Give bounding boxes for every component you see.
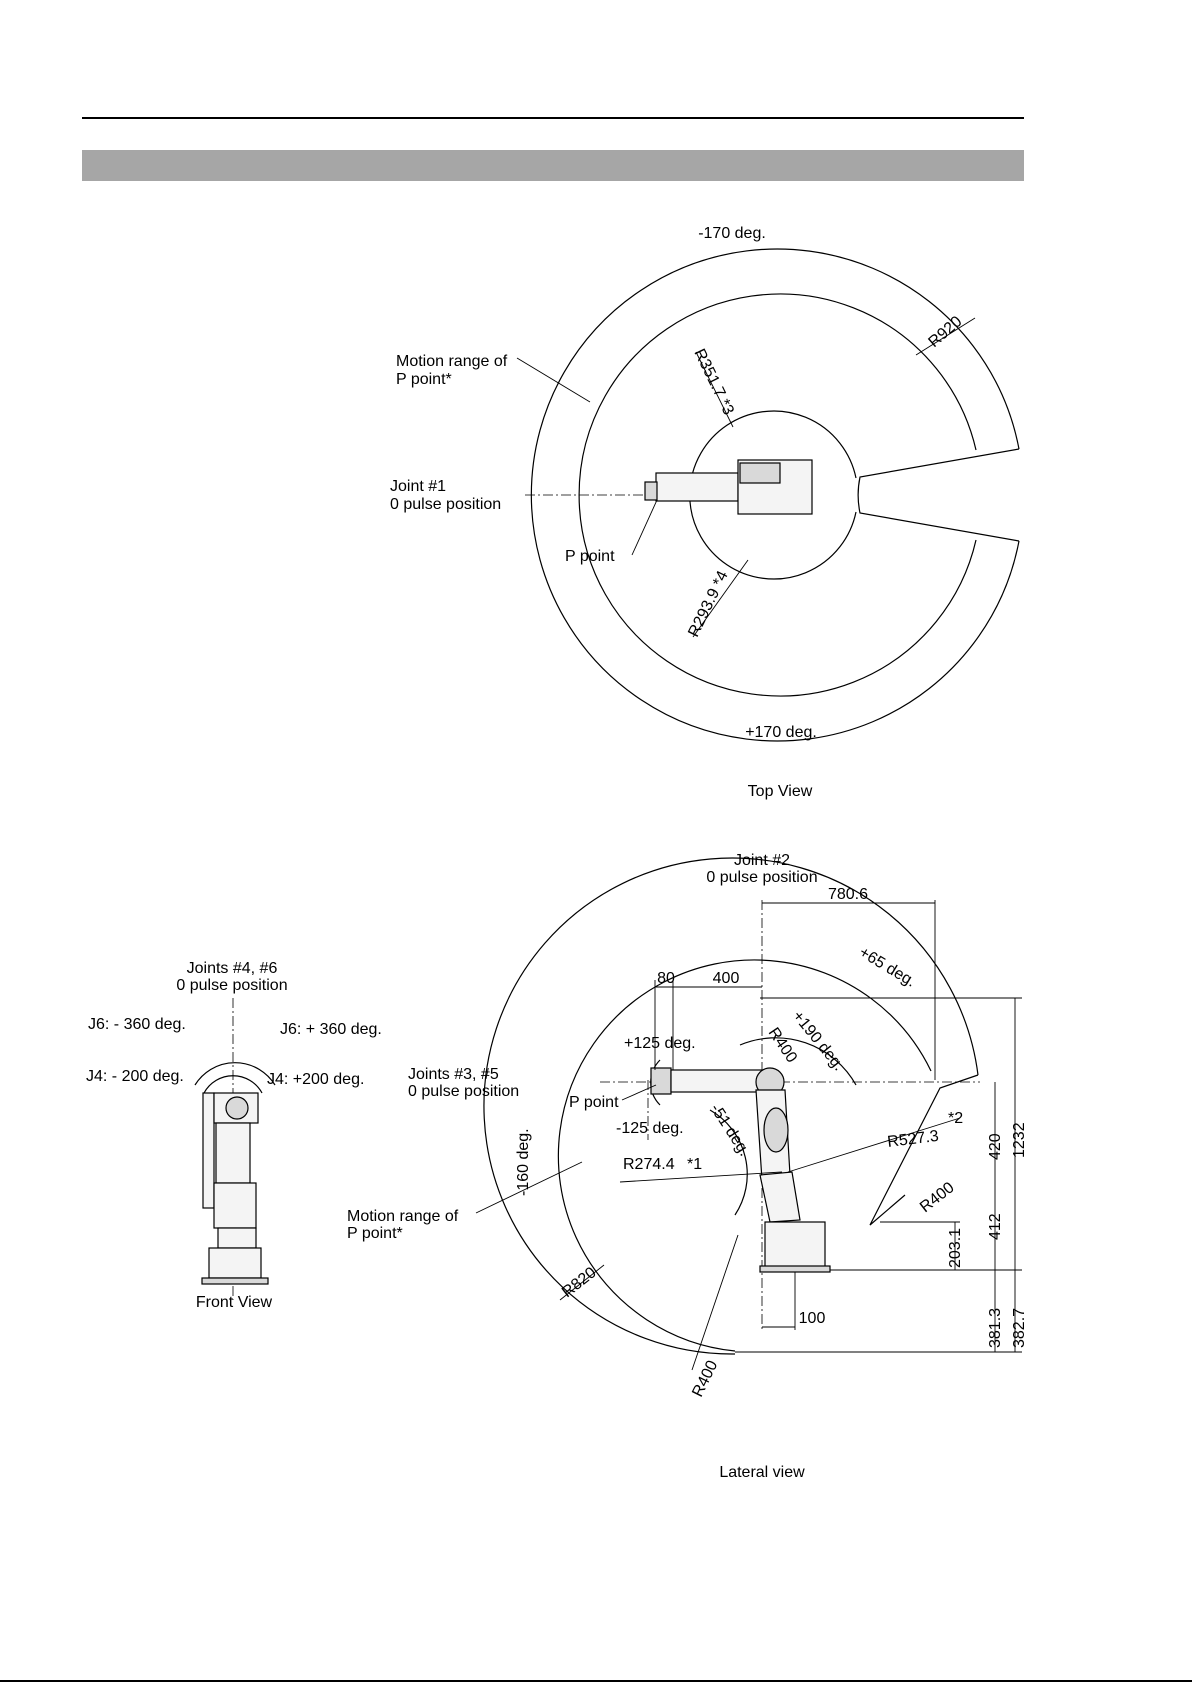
section-band [82, 150, 1024, 181]
lat-r274-leader [619, 1171, 783, 1183]
top-view: -170 deg. +170 deg. R920 R351.7 *3 R293.… [390, 225, 1020, 800]
front-joints-l2: 0 pulse position [176, 977, 287, 994]
top-robot-arm [655, 472, 739, 502]
lateral-view: Joint #2 0 pulse position 780.6 +65 deg.… [347, 852, 1028, 1481]
top-r293-leader [692, 559, 749, 638]
lat-inner-arc [557, 959, 932, 1352]
lat-v-420: 420 [987, 1133, 1004, 1160]
lat-joints35-l1: Joints #3, #5 [408, 1066, 499, 1083]
lat-r527: R527.3 [886, 1128, 939, 1151]
lat-joint2-l1: Joint #2 [734, 852, 790, 869]
top-joint-l2: 0 pulse position [390, 496, 501, 513]
lat-motion-l1: Motion range of [347, 1208, 459, 1225]
footer-rule [0, 1680, 1192, 1682]
lat-note2: *2 [948, 1110, 963, 1127]
top-r920: R920 [925, 313, 965, 351]
lat-caption: Lateral view [719, 1464, 805, 1481]
lat-r400-bottom-leader [691, 1234, 739, 1371]
lat-r820: R820 [559, 1264, 600, 1301]
front-robot-arm [215, 1122, 251, 1184]
top-ppoint: P point [565, 548, 615, 565]
lat-robot-shoulder [759, 1171, 801, 1223]
top-robot-tool [644, 481, 658, 501]
top-ppoint-leader [631, 499, 658, 556]
lat-dim-780: 780.6 [828, 886, 868, 903]
lat-inner-small-arc [709, 1109, 748, 1216]
top-caption: Top View [748, 783, 813, 800]
lat-r527-leader [787, 1117, 961, 1173]
lat-robot-plate [759, 1265, 831, 1273]
front-robot-base [208, 1247, 262, 1279]
front-caption: Front View [196, 1294, 273, 1311]
top-gap-lines [857, 448, 1020, 542]
top-motion-leader [516, 357, 591, 403]
front-robot-cable [202, 1092, 215, 1209]
top-r351-leader [695, 351, 734, 428]
front-robot-joint [225, 1096, 249, 1120]
front-robot-elbow [213, 1182, 257, 1229]
lat-joints35-l2: 0 pulse position [408, 1083, 519, 1100]
lat-elbow-arc [739, 1037, 857, 1086]
lat-deg-51: -51 deg. [707, 1101, 753, 1160]
top-motion-l2: P point* [396, 371, 452, 388]
lat-deg-125-neg: -125 deg. [616, 1120, 684, 1137]
lat-ppoint: P point [569, 1094, 619, 1111]
front-view: Joints #4, #6 0 pulse position J6: - 360… [86, 960, 382, 1311]
lat-motion-l2: P point* [347, 1225, 403, 1242]
top-outer-arc [530, 248, 1020, 742]
lat-closing-lines [869, 1074, 979, 1226]
lat-r274: R274.4 [623, 1156, 675, 1173]
lat-r400-b: R400 [917, 1179, 958, 1216]
lat-outer-arc [483, 857, 979, 1355]
lat-deg-125-pos: +125 deg. [624, 1035, 696, 1052]
lat-dim-80: 80 [657, 970, 675, 987]
lat-dim-100: 100 [799, 1310, 826, 1327]
front-joints-l1: Joints #4, #6 [187, 960, 278, 977]
top-r293: R293.9 *4 [685, 568, 732, 640]
lat-r400-a: R400 [765, 1025, 801, 1066]
lat-v-412: 412 [987, 1213, 1004, 1240]
front-j6-arc [194, 1062, 276, 1086]
lat-joint2-l2: 0 pulse position [706, 869, 817, 886]
lat-v-381: 381.3 [987, 1308, 1004, 1348]
lat-r820-leader [559, 1264, 605, 1301]
lat-v-1232: 1232 [1011, 1122, 1028, 1158]
top-joint-l1: Joint #1 [390, 478, 446, 495]
front-j6-neg: J6: - 360 deg. [88, 1016, 186, 1033]
front-robot-plate [201, 1277, 269, 1285]
front-j6-pos: J6: + 360 deg. [280, 1021, 382, 1038]
lat-dim-400: 400 [713, 970, 740, 987]
lat-note1: *1 [687, 1156, 702, 1173]
lat-ppoint-leader [621, 1084, 657, 1101]
top-r920-leader [915, 317, 976, 356]
lat-deg-160: -160 deg. [515, 1128, 532, 1196]
front-robot-joint2 [217, 1227, 257, 1249]
lat-robot-motor [763, 1107, 789, 1153]
front-j4-arc [203, 1075, 263, 1094]
top-deg-neg: -170 deg. [698, 225, 766, 242]
top-robot-joint [739, 462, 781, 484]
top-motion-l1: Motion range of [396, 353, 508, 370]
top-deg-pos: +170 deg. [745, 724, 817, 741]
lat-v-203: 203.1 [947, 1228, 964, 1268]
lat-robot-tool [650, 1067, 672, 1095]
lat-robot-base [764, 1221, 826, 1271]
lat-motion-leader [475, 1161, 583, 1214]
top-r351: R351.7 *3 [690, 346, 737, 418]
header-rule [82, 117, 1024, 119]
front-j4-pos: J4: +200 deg. [267, 1071, 364, 1088]
lat-v-382: 382.7 [1011, 1308, 1028, 1348]
top-inner-arc [578, 293, 977, 697]
lat-deg-65: +65 deg. [856, 944, 919, 991]
front-j4-neg: J4: - 200 deg. [86, 1068, 184, 1085]
